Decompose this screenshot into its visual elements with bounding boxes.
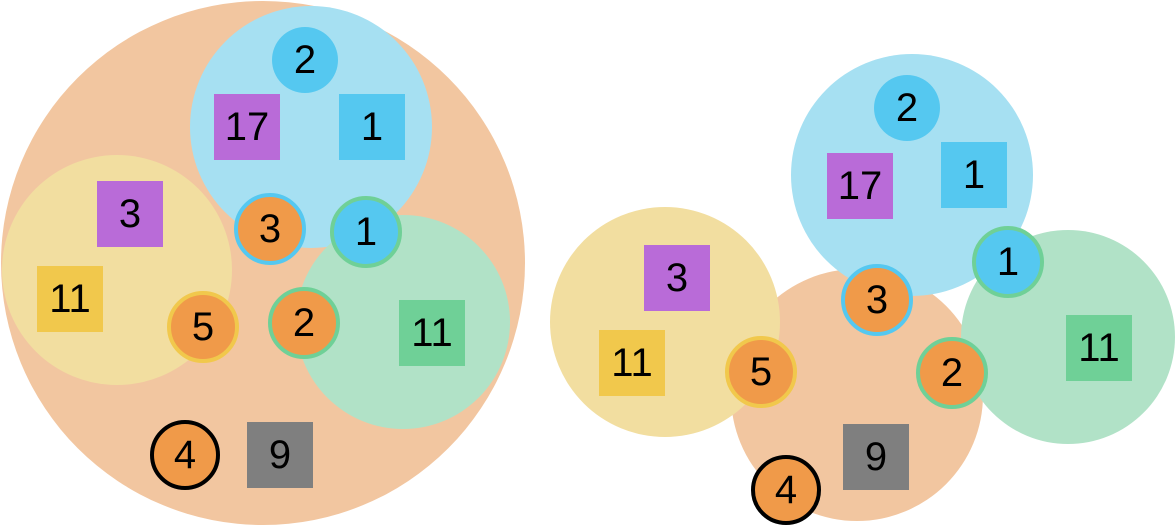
left-blue-region xyxy=(190,6,432,248)
right-node-4-label: 4 xyxy=(775,468,797,512)
left-purple-square-3 xyxy=(97,181,163,247)
left-purple-square-17-label: 17 xyxy=(225,105,270,149)
left-purple-square-17 xyxy=(214,94,280,160)
right-blue-region xyxy=(791,54,1033,296)
left-diagram: 2 17 1 3 11 11 9 3 1 5 2 xyxy=(1,1,525,525)
right-node-3-label: 3 xyxy=(866,278,888,322)
left-gray-square xyxy=(247,422,313,488)
right-yellow-square xyxy=(599,330,665,396)
right-yellow-square-label: 11 xyxy=(611,341,653,385)
left-node-2-label: 2 xyxy=(293,301,315,345)
left-node-4-black-ring xyxy=(150,420,220,490)
right-node-1-label: 1 xyxy=(997,240,1019,284)
right-purple-square-3-label: 3 xyxy=(666,256,688,300)
right-node-2-green-ring xyxy=(916,337,988,409)
left-blue-circle-node xyxy=(272,27,338,93)
left-yellow-square xyxy=(37,266,103,332)
right-node-2-label: 2 xyxy=(941,351,963,395)
right-purple-square-17-label: 17 xyxy=(838,164,883,208)
left-yellow-square-label: 11 xyxy=(49,277,91,321)
left-blue-square xyxy=(339,94,405,160)
right-blue-circle-node xyxy=(874,75,940,141)
right-gray-square xyxy=(843,424,909,490)
left-node-4-label: 4 xyxy=(174,433,196,477)
right-green-square xyxy=(1066,315,1132,381)
right-green-square-label: 11 xyxy=(1078,326,1120,370)
right-blue-square-label: 1 xyxy=(963,153,985,197)
right-node-1-green-ring xyxy=(972,226,1044,298)
left-node-1-label: 1 xyxy=(355,210,377,254)
left-purple-square-3-label: 3 xyxy=(119,192,141,236)
left-node-5-label: 5 xyxy=(192,305,214,349)
right-blue-circle-label: 2 xyxy=(896,86,918,130)
left-node-3-blue-ring xyxy=(234,193,306,265)
left-blue-square-label: 1 xyxy=(361,105,383,149)
left-blue-circle-label: 2 xyxy=(294,38,316,82)
left-node-3-label: 3 xyxy=(259,207,281,251)
right-node-5-label: 5 xyxy=(750,350,772,394)
right-gray-square-label: 9 xyxy=(865,435,887,479)
left-gray-square-label: 9 xyxy=(269,433,291,477)
right-node-4-black-ring xyxy=(751,455,821,525)
left-green-square-label: 11 xyxy=(411,311,453,355)
right-diagram: 2 17 1 3 11 11 9 3 1 5 2 xyxy=(550,54,1175,525)
right-purple-square-3 xyxy=(644,245,710,311)
right-node-3-blue-ring xyxy=(841,264,913,336)
left-node-1-green-ring xyxy=(330,196,402,268)
right-node-5-yellow-ring xyxy=(725,336,797,408)
right-blue-square xyxy=(941,142,1007,208)
left-green-square xyxy=(399,300,465,366)
left-node-5-yellow-ring xyxy=(167,291,239,363)
right-purple-square-17 xyxy=(827,153,893,219)
left-node-2-green-ring xyxy=(268,287,340,359)
